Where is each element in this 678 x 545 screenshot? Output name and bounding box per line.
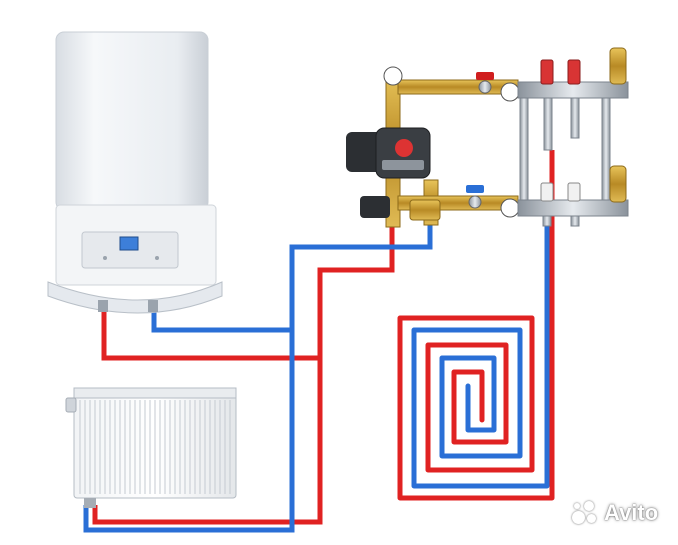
radiator-icon (65, 387, 237, 508)
return-pipes (83, 222, 550, 533)
avito-wordmark: Avito (604, 500, 659, 525)
boiler-icon (47, 31, 223, 314)
blue-valve-icon (466, 185, 484, 209)
pump-group (346, 66, 520, 228)
pump-icon (346, 127, 431, 179)
red-valve-icon (476, 72, 494, 94)
manifold-icon (517, 47, 629, 227)
avito-logo-icon (572, 501, 598, 525)
avito-watermark: Avito (572, 500, 658, 526)
underfloor-loop-icon (397, 315, 555, 501)
